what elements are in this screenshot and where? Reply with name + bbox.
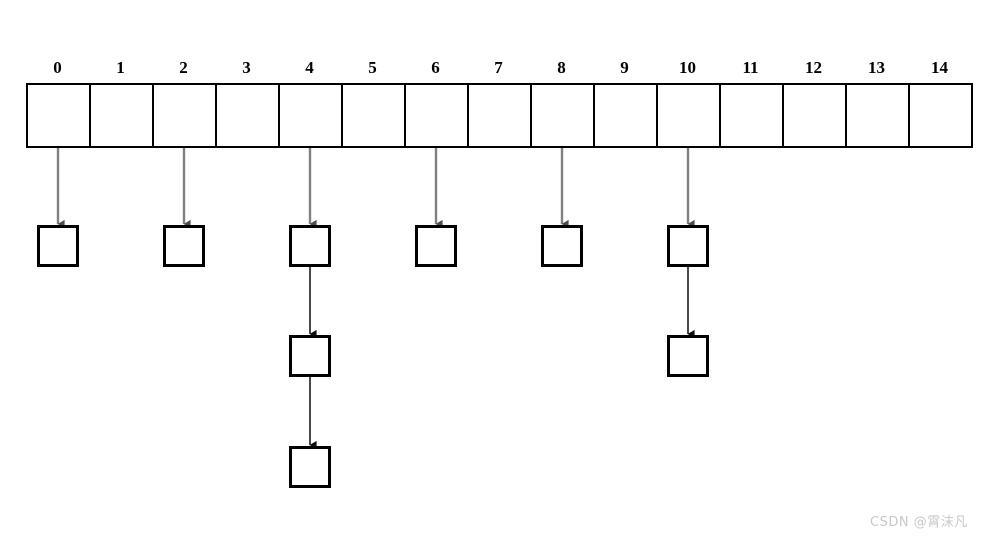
- array-cell-0[interactable]: [26, 83, 91, 148]
- array-index-label-5: 5: [368, 58, 377, 77]
- chain-node-2-0[interactable]: [163, 225, 205, 267]
- array-index-label-0: 0: [53, 58, 62, 77]
- array-index-label-9: 9: [620, 58, 629, 77]
- array-index-label-6: 6: [431, 58, 440, 77]
- array-index-label-3: 3: [242, 58, 251, 77]
- array-index-label-11: 11: [742, 58, 759, 77]
- array-index-label-8: 8: [557, 58, 566, 77]
- array-index-label-1: 1: [116, 58, 125, 77]
- array-index-label-2: 2: [179, 58, 188, 77]
- bucket-arrow-group: [56, 148, 695, 229]
- chain-node-4-2[interactable]: [289, 446, 331, 488]
- array-cell-7[interactable]: [467, 83, 532, 148]
- chain-node-4-1[interactable]: [289, 335, 331, 377]
- array-cell-9[interactable]: [593, 83, 658, 148]
- chain-node-8-0[interactable]: [541, 225, 583, 267]
- array-cell-5[interactable]: [341, 83, 406, 148]
- array-cell-4[interactable]: [278, 83, 343, 148]
- array-cell-13[interactable]: [845, 83, 910, 148]
- array-cell-3[interactable]: [215, 83, 280, 148]
- array-cell-14[interactable]: [908, 83, 973, 148]
- array-index-label-10: 10: [679, 58, 696, 77]
- array-cell-12[interactable]: [782, 83, 847, 148]
- array-cell-1[interactable]: [89, 83, 154, 148]
- array-index-label-13: 13: [868, 58, 885, 77]
- array-cell-11[interactable]: [719, 83, 784, 148]
- array-index-label-14: 14: [931, 58, 948, 77]
- chain-node-10-0[interactable]: [667, 225, 709, 267]
- array-cell-10[interactable]: [656, 83, 721, 148]
- array-cell-2[interactable]: [152, 83, 217, 148]
- chain-node-4-0[interactable]: [289, 225, 331, 267]
- array-index-label-4: 4: [305, 58, 314, 77]
- chain-node-0-0[interactable]: [37, 225, 79, 267]
- chain-node-6-0[interactable]: [415, 225, 457, 267]
- csdn-watermark: CSDN @霄沫凡: [870, 515, 968, 530]
- array-cell-8[interactable]: [530, 83, 595, 148]
- node-arrow-group: [309, 267, 695, 450]
- array-index-label-7: 7: [494, 58, 503, 77]
- array-cell-6[interactable]: [404, 83, 469, 148]
- array-index-label-12: 12: [805, 58, 822, 77]
- chain-node-10-1[interactable]: [667, 335, 709, 377]
